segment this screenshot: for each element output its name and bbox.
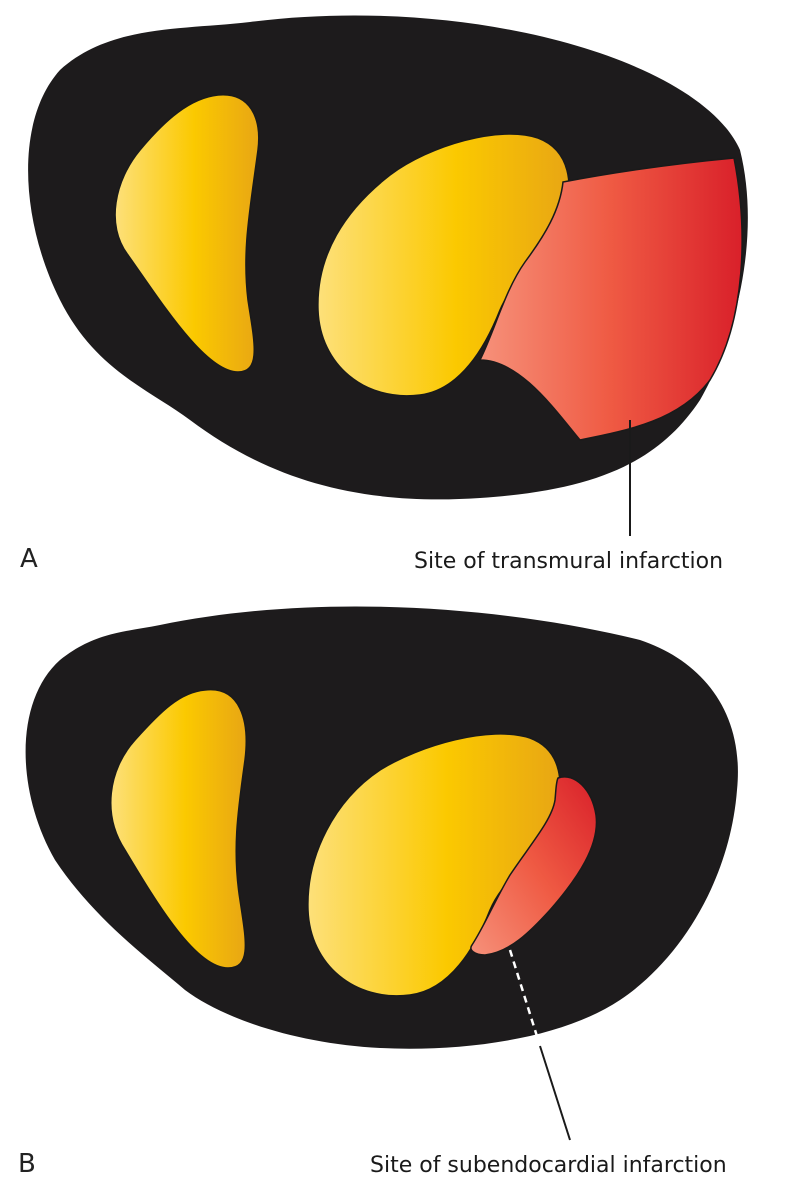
panel-b: B Site of subendocardial infarction — [18, 606, 738, 1179]
panel-a: A Site of transmural infarction — [20, 15, 748, 574]
panel-b-leader-line — [540, 1046, 570, 1140]
panel-a-letter: A — [20, 544, 38, 574]
panel-b-letter: B — [18, 1149, 36, 1179]
panel-b-label: Site of subendocardial infarction — [370, 1153, 727, 1178]
panel-a-label: Site of transmural infarction — [414, 549, 723, 574]
